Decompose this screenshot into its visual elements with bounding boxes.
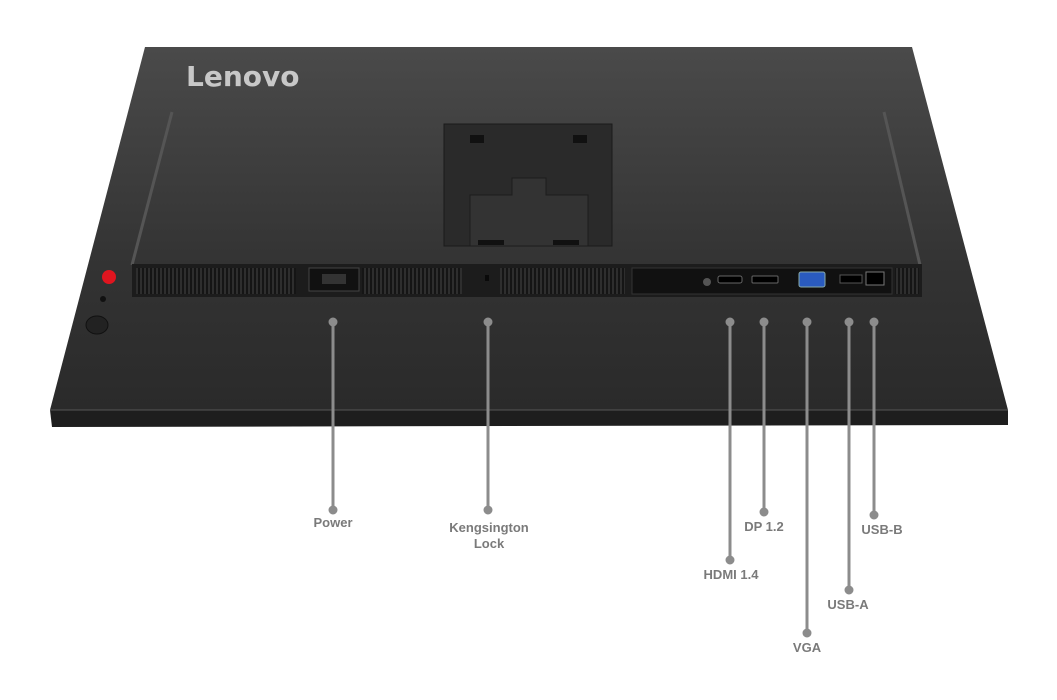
callout-usb-a: USB-A bbox=[827, 597, 869, 612]
indicator-led bbox=[100, 296, 106, 302]
vesa-mount bbox=[443, 123, 613, 247]
callout-dp: DP 1.2 bbox=[744, 519, 784, 534]
usb-a-port bbox=[839, 274, 863, 284]
callout-usb-b: USB-B bbox=[861, 522, 903, 537]
kensington-slot bbox=[485, 275, 489, 281]
callout-vga: VGA bbox=[792, 640, 822, 655]
usb-b-port bbox=[865, 271, 885, 286]
hdmi-port bbox=[717, 275, 743, 284]
callout-hdmi: HDMI 1.4 bbox=[703, 567, 759, 582]
joystick-button[interactable] bbox=[102, 270, 116, 284]
callout-kensington-lock: Kengsington Lock bbox=[449, 520, 529, 551]
lenovo-logo: Lenovo bbox=[186, 60, 300, 93]
dp-port bbox=[751, 275, 779, 284]
callout-power: Power bbox=[313, 515, 353, 530]
leader-lines bbox=[328, 317, 879, 638]
monitor-bottom-edge bbox=[50, 410, 1008, 427]
power-button[interactable] bbox=[85, 315, 109, 335]
vga-port bbox=[798, 271, 826, 288]
